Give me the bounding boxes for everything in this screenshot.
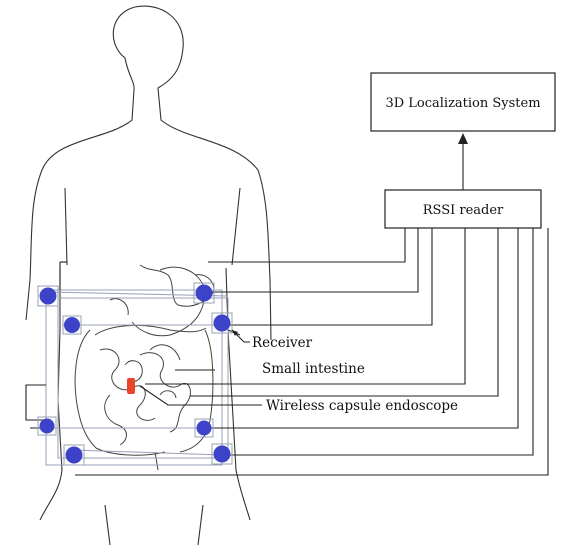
annotation-pointers — [140, 330, 262, 405]
receiver-label: Receiver — [252, 335, 313, 351]
capsule-endoscope-marker — [127, 378, 135, 394]
receiver-6 — [64, 445, 84, 465]
human-body-outline — [26, 6, 271, 545]
small-intestine-label: Small intestine — [262, 361, 365, 377]
reader-to-system-arrow — [458, 133, 468, 190]
receiver-8 — [212, 444, 232, 464]
receiver-1 — [38, 286, 58, 306]
receiver-7 — [195, 419, 213, 437]
rssi-reader-label: RSSI reader — [423, 203, 504, 218]
receiver-wires — [26, 228, 548, 475]
receiver-3 — [194, 283, 214, 303]
digestive-system — [75, 265, 214, 470]
receiver-2 — [63, 316, 81, 334]
rssi-reader-box: RSSI reader — [385, 190, 541, 228]
capsule-endoscope-label: Wireless capsule endoscope — [266, 398, 458, 414]
localization-system-label: 3D Localization System — [385, 96, 540, 111]
localization-system-box: 3D Localization System — [371, 73, 555, 131]
